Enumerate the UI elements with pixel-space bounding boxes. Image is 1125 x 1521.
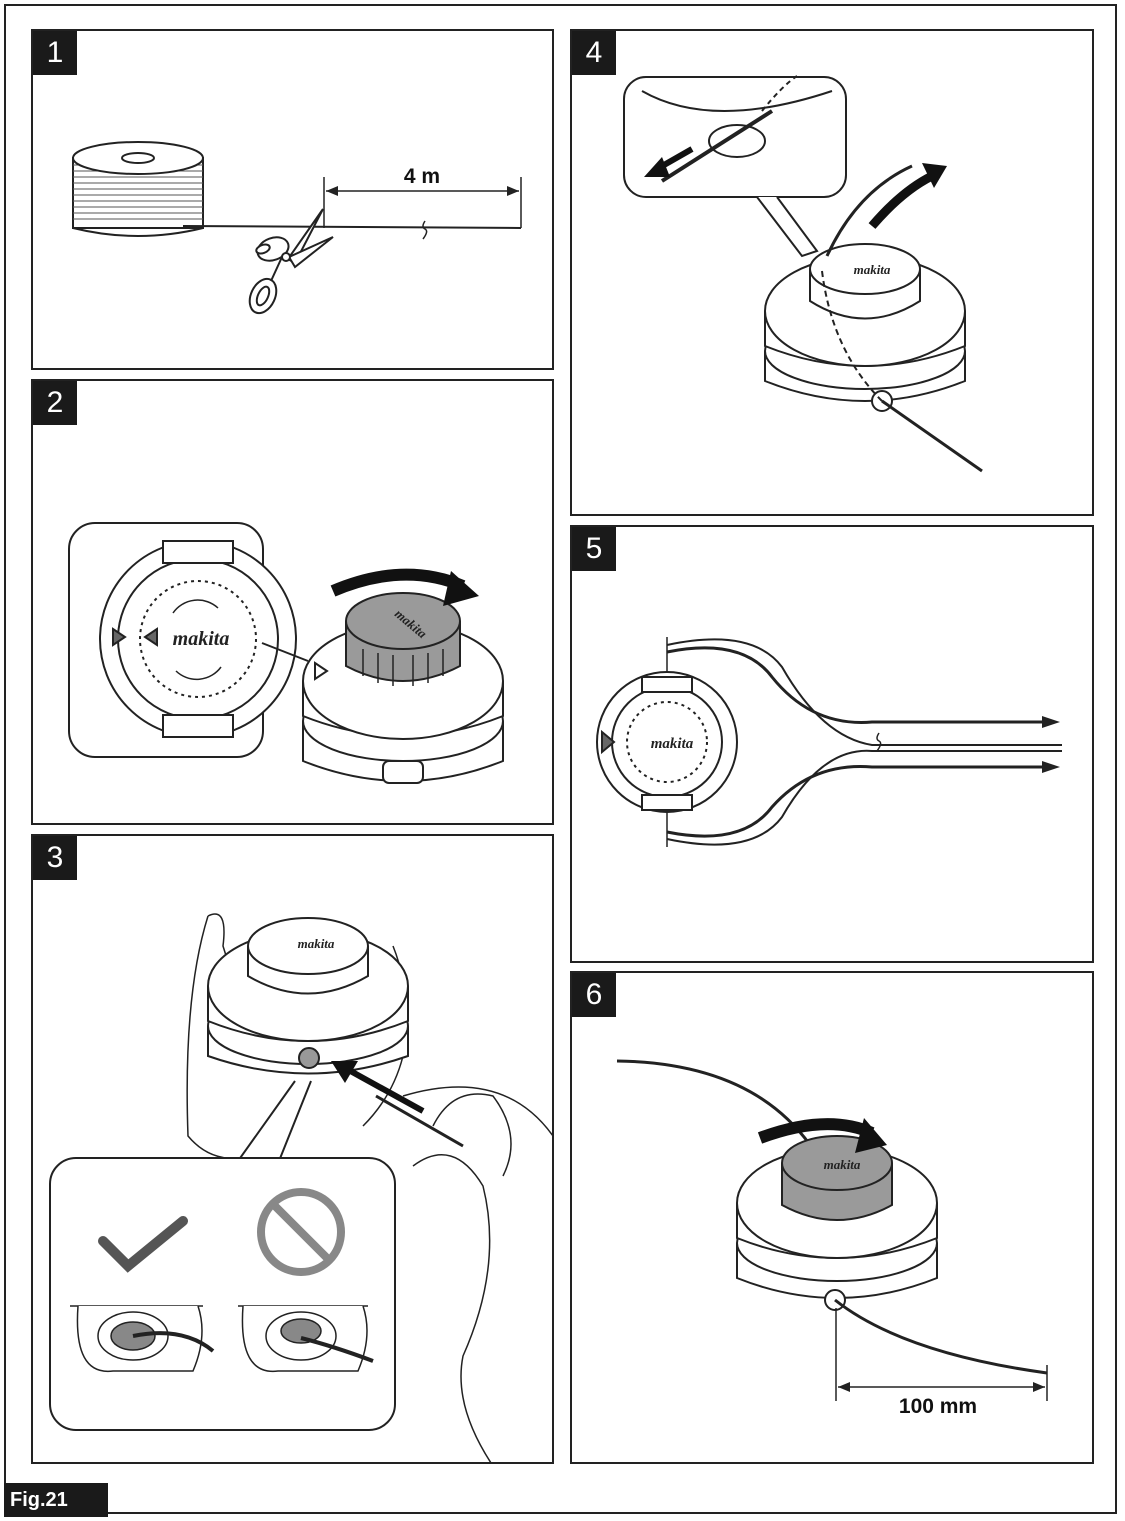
- hole-incorrect: [238, 1305, 374, 1372]
- rotate-arrow-icon: [757, 1118, 887, 1153]
- panel-step-6: 6 makita 100 mm: [570, 971, 1094, 1464]
- inset-top-view: [68, 522, 297, 758]
- spool-knob: [781, 1135, 893, 1221]
- brand-logo-small: makita: [298, 936, 335, 951]
- illustration-equal-lengths: makita: [596, 637, 1062, 847]
- pull-arrow-icon: [644, 146, 694, 177]
- step-number: 1: [33, 31, 77, 75]
- panel-step-5: 5 makita: [570, 525, 1094, 963]
- brand-logo: makita: [173, 628, 230, 650]
- dimension-label: 4 m: [404, 165, 440, 188]
- step-number: 4: [572, 31, 616, 75]
- inset-check: [49, 1157, 396, 1431]
- scissors-icon: [248, 208, 334, 315]
- step-number: 3: [33, 836, 77, 880]
- hole-correct: [70, 1305, 215, 1372]
- trimmer-head: [207, 917, 409, 1075]
- step-number: 5: [572, 527, 616, 571]
- panel-step-3: 3 makita: [31, 834, 554, 1464]
- trimmer-head: [764, 243, 966, 412]
- panel-step-1: 1 4 m: [31, 29, 554, 370]
- illustration-wind-line: makita 100 mm: [616, 1059, 1048, 1418]
- rotate-arrow-icon: [868, 163, 947, 229]
- check-mark-icon: [98, 1216, 188, 1273]
- line-loops: [666, 638, 1062, 846]
- dimension-label: 100 mm: [899, 1395, 977, 1418]
- figure-frame: [4, 4, 1117, 1514]
- line-spool-icon: [72, 141, 204, 237]
- illustration-thread-line: makita: [623, 75, 983, 473]
- brand-logo-small: makita: [824, 1157, 861, 1172]
- step-number: 2: [33, 381, 77, 425]
- illustration-insert-line: makita: [49, 913, 552, 1462]
- brand-logo-small: makita: [854, 262, 891, 277]
- rotate-arrow-icon: [330, 568, 479, 606]
- spool-knob: [345, 592, 461, 686]
- step-number: 6: [572, 973, 616, 1017]
- prohibited-icon: [257, 1188, 345, 1276]
- pull-arrow-icon: [331, 1061, 425, 1114]
- inset-hole: [623, 75, 847, 198]
- figure-label: Fig.21: [4, 1483, 108, 1517]
- spool-top-view: [596, 671, 738, 813]
- panel-step-4: 4 makita: [570, 29, 1094, 516]
- brand-logo: makita: [651, 736, 694, 752]
- illustration-cut-line: 4 m: [72, 141, 522, 315]
- panel-step-2: 2 makita: [31, 379, 554, 825]
- trimmer-head: [302, 622, 504, 784]
- illustration-align-arrows: makita makita: [68, 522, 504, 784]
